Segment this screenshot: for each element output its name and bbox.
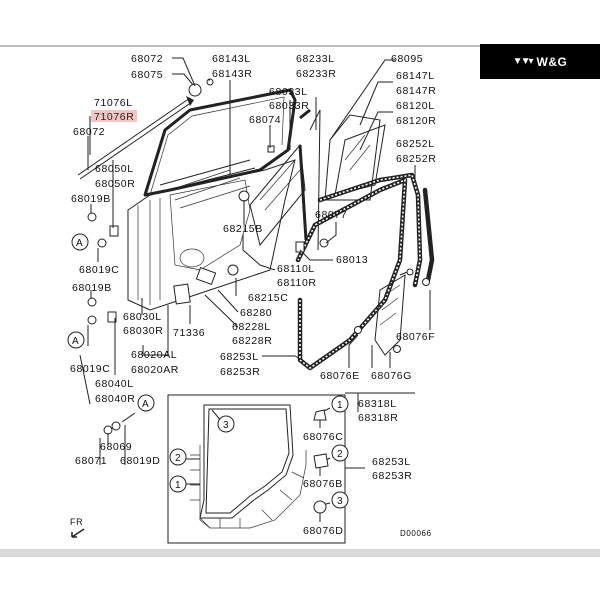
label-68050L[interactable]: 68050L <box>95 163 134 175</box>
door-inner-panel <box>127 88 297 311</box>
clip-68075 <box>188 83 202 97</box>
label-71076L[interactable]: 71076L <box>94 97 133 109</box>
label-68252L[interactable]: 68252L <box>396 138 435 150</box>
diagram-reference-code: D00066 <box>400 529 432 538</box>
label-68019C-2[interactable]: 68019C <box>70 363 110 375</box>
label-68147L[interactable]: 68147L <box>396 70 435 82</box>
label-68253R-b[interactable]: 68253R <box>372 470 412 482</box>
callout-3-clip-text: 3 <box>337 496 343 507</box>
label-68252R[interactable]: 68252R <box>396 153 436 165</box>
label-68033L[interactable]: 68033L <box>269 86 308 98</box>
label-68233L[interactable]: 68233L <box>296 53 335 65</box>
label-68072-top[interactable]: 68072 <box>131 53 163 65</box>
label-68253R-a[interactable]: 68253R <box>220 366 260 378</box>
label-68095[interactable]: 68095 <box>391 53 423 65</box>
label-68120L[interactable]: 68120L <box>396 100 435 112</box>
callout-a-1 <box>71 233 89 251</box>
callout-2-clip <box>331 444 349 462</box>
label-68020AR[interactable]: 68020AR <box>131 364 179 376</box>
label-68076E[interactable]: 68076E <box>320 370 360 382</box>
seal-detail-inset <box>167 394 346 544</box>
label-68019C-1[interactable]: 68019C <box>79 264 119 276</box>
label-68019B-2[interactable]: 68019B <box>72 282 112 294</box>
callout-2-clip-text: 2 <box>337 449 343 460</box>
label-68074[interactable]: 68074 <box>249 114 281 126</box>
label-68228R[interactable]: 68228R <box>232 335 272 347</box>
label-68030L[interactable]: 68030L <box>123 311 162 323</box>
label-68228L[interactable]: 68228L <box>232 321 271 333</box>
callout-3-inset-text: 3 <box>223 420 229 431</box>
brand-name: W&G <box>536 54 568 69</box>
glass-and-channels <box>249 108 386 251</box>
label-68040R[interactable]: 68040R <box>95 393 135 405</box>
fastener-parts <box>87 78 430 435</box>
arrow-down-left-icon <box>71 528 85 538</box>
callout-3-inset <box>217 415 235 433</box>
label-71336[interactable]: 71336 <box>173 327 205 339</box>
label-68233R[interactable]: 68233R <box>296 68 336 80</box>
callout-a-3-text: A <box>142 399 149 410</box>
label-68030R[interactable]: 68030R <box>123 325 163 337</box>
callout-1-inset <box>169 475 187 493</box>
door-seals <box>295 172 435 371</box>
label-68110R[interactable]: 68110R <box>277 277 317 289</box>
brand-logo-icon: ▼▼▾ <box>512 56 534 67</box>
label-68019B-1[interactable]: 68019B <box>71 193 111 205</box>
callout-1-inset-text: 1 <box>175 480 181 491</box>
callout-a-2-text: A <box>72 336 79 347</box>
rear-pillar-trim <box>374 269 413 356</box>
label-68077[interactable]: 68077 <box>315 209 347 221</box>
label-68215C[interactable]: 68215C <box>248 292 288 304</box>
callout-3-clip <box>331 491 349 509</box>
leader-lines <box>79 57 431 469</box>
callout-a-3 <box>137 394 155 412</box>
label-68050R[interactable]: 68050R <box>95 178 135 190</box>
part-labels: 68072 68075 71076L 71076R 68072 68050L 6… <box>70 53 436 538</box>
label-68072-left[interactable]: 68072 <box>73 126 105 138</box>
label-68040L[interactable]: 68040L <box>95 378 134 390</box>
bottom-scroll-strip <box>0 549 600 557</box>
label-68076C[interactable]: 68076C <box>303 431 343 443</box>
label-68215B[interactable]: 68215B <box>223 223 263 235</box>
label-68076G[interactable]: 68076G <box>371 370 412 382</box>
label-68147R[interactable]: 68147R <box>396 85 436 97</box>
label-68013[interactable]: 68013 <box>336 254 368 266</box>
callout-1-clip-text: 1 <box>337 400 343 411</box>
brand-badge[interactable]: ▼▼▾ W&G <box>480 44 600 79</box>
callout-2-inset-text: 2 <box>175 453 181 464</box>
label-68076D[interactable]: 68076D <box>303 525 343 537</box>
callout-1-clip <box>331 395 349 413</box>
label-68069[interactable]: 68069 <box>100 441 132 453</box>
label-68143R[interactable]: 68143R <box>212 68 252 80</box>
label-68253L-a[interactable]: 68253L <box>220 351 259 363</box>
label-68318L[interactable]: 68318L <box>358 398 397 410</box>
front-direction-marker: FR <box>70 517 85 538</box>
label-68076B[interactable]: 68076B <box>303 478 343 490</box>
label-68071[interactable]: 68071 <box>75 455 107 467</box>
callout-2-inset <box>169 448 187 466</box>
label-68280[interactable]: 68280 <box>240 307 272 319</box>
callout-markers: A A A 3 2 1 1 2 3 <box>67 233 349 509</box>
label-68143L[interactable]: 68143L <box>212 53 251 65</box>
callout-a-1-text: A <box>76 238 83 249</box>
callout-a-2 <box>67 331 85 349</box>
label-68110L[interactable]: 68110L <box>277 263 315 275</box>
label-68033R[interactable]: 68033R <box>269 100 309 112</box>
moulding-strip <box>77 96 194 180</box>
fr-label: FR <box>70 517 83 527</box>
label-68075[interactable]: 68075 <box>131 69 163 81</box>
label-68253L-b[interactable]: 68253L <box>372 456 411 468</box>
label-71076R[interactable]: 71076R <box>94 111 134 123</box>
label-68076F[interactable]: 68076F <box>396 331 435 343</box>
highlight-71076R <box>91 110 137 122</box>
label-68020AL[interactable]: 68020AL <box>131 349 177 361</box>
label-68318R[interactable]: 68318R <box>358 412 398 424</box>
label-68019D[interactable]: 68019D <box>120 455 160 467</box>
label-68120R[interactable]: 68120R <box>396 115 436 127</box>
